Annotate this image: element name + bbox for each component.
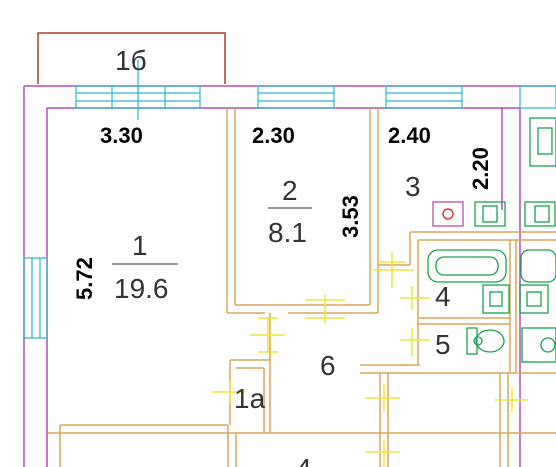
room-1-number: 1 — [132, 230, 148, 261]
room3-height-label: 2.20 — [468, 147, 493, 190]
sink-icon — [474, 201, 506, 227]
washbasin-icon — [482, 284, 510, 314]
room-2-number: 2 — [282, 175, 298, 206]
room2-height-label: 3.53 — [338, 195, 363, 238]
balcony — [37, 32, 226, 84]
room1-height-label: 5.72 — [72, 257, 97, 300]
bathtub-icon — [427, 249, 507, 283]
door-kitchen — [374, 252, 414, 288]
room-1b-number: 1б — [115, 45, 147, 76]
door-corridor-low — [365, 384, 400, 467]
door-bath4 — [400, 286, 430, 310]
door-right — [495, 388, 528, 412]
windows — [23, 60, 556, 339]
room-1-area: 19.6 — [114, 273, 169, 304]
room-4b-number: 4 — [296, 453, 312, 467]
room-6-number: 6 — [320, 350, 336, 381]
room-5-number: 5 — [435, 329, 451, 360]
fixtures — [427, 117, 556, 363]
room-3-number: 3 — [405, 171, 421, 202]
room1-width-label: 3.30 — [100, 123, 143, 148]
door-room1a — [212, 380, 244, 404]
room-1a-number: 1а — [234, 383, 266, 414]
room3-width-label: 2.40 — [388, 123, 431, 148]
room2-width-label: 2.30 — [252, 123, 295, 148]
room-2-area: 8.1 — [268, 217, 307, 248]
door-room1 — [250, 317, 285, 353]
room-4-number: 4 — [435, 281, 451, 312]
doors — [212, 252, 528, 467]
toilet-icon — [466, 327, 505, 355]
door-room2 — [305, 295, 345, 323]
door-bath5 — [400, 328, 430, 356]
stove-icon — [432, 201, 464, 227]
